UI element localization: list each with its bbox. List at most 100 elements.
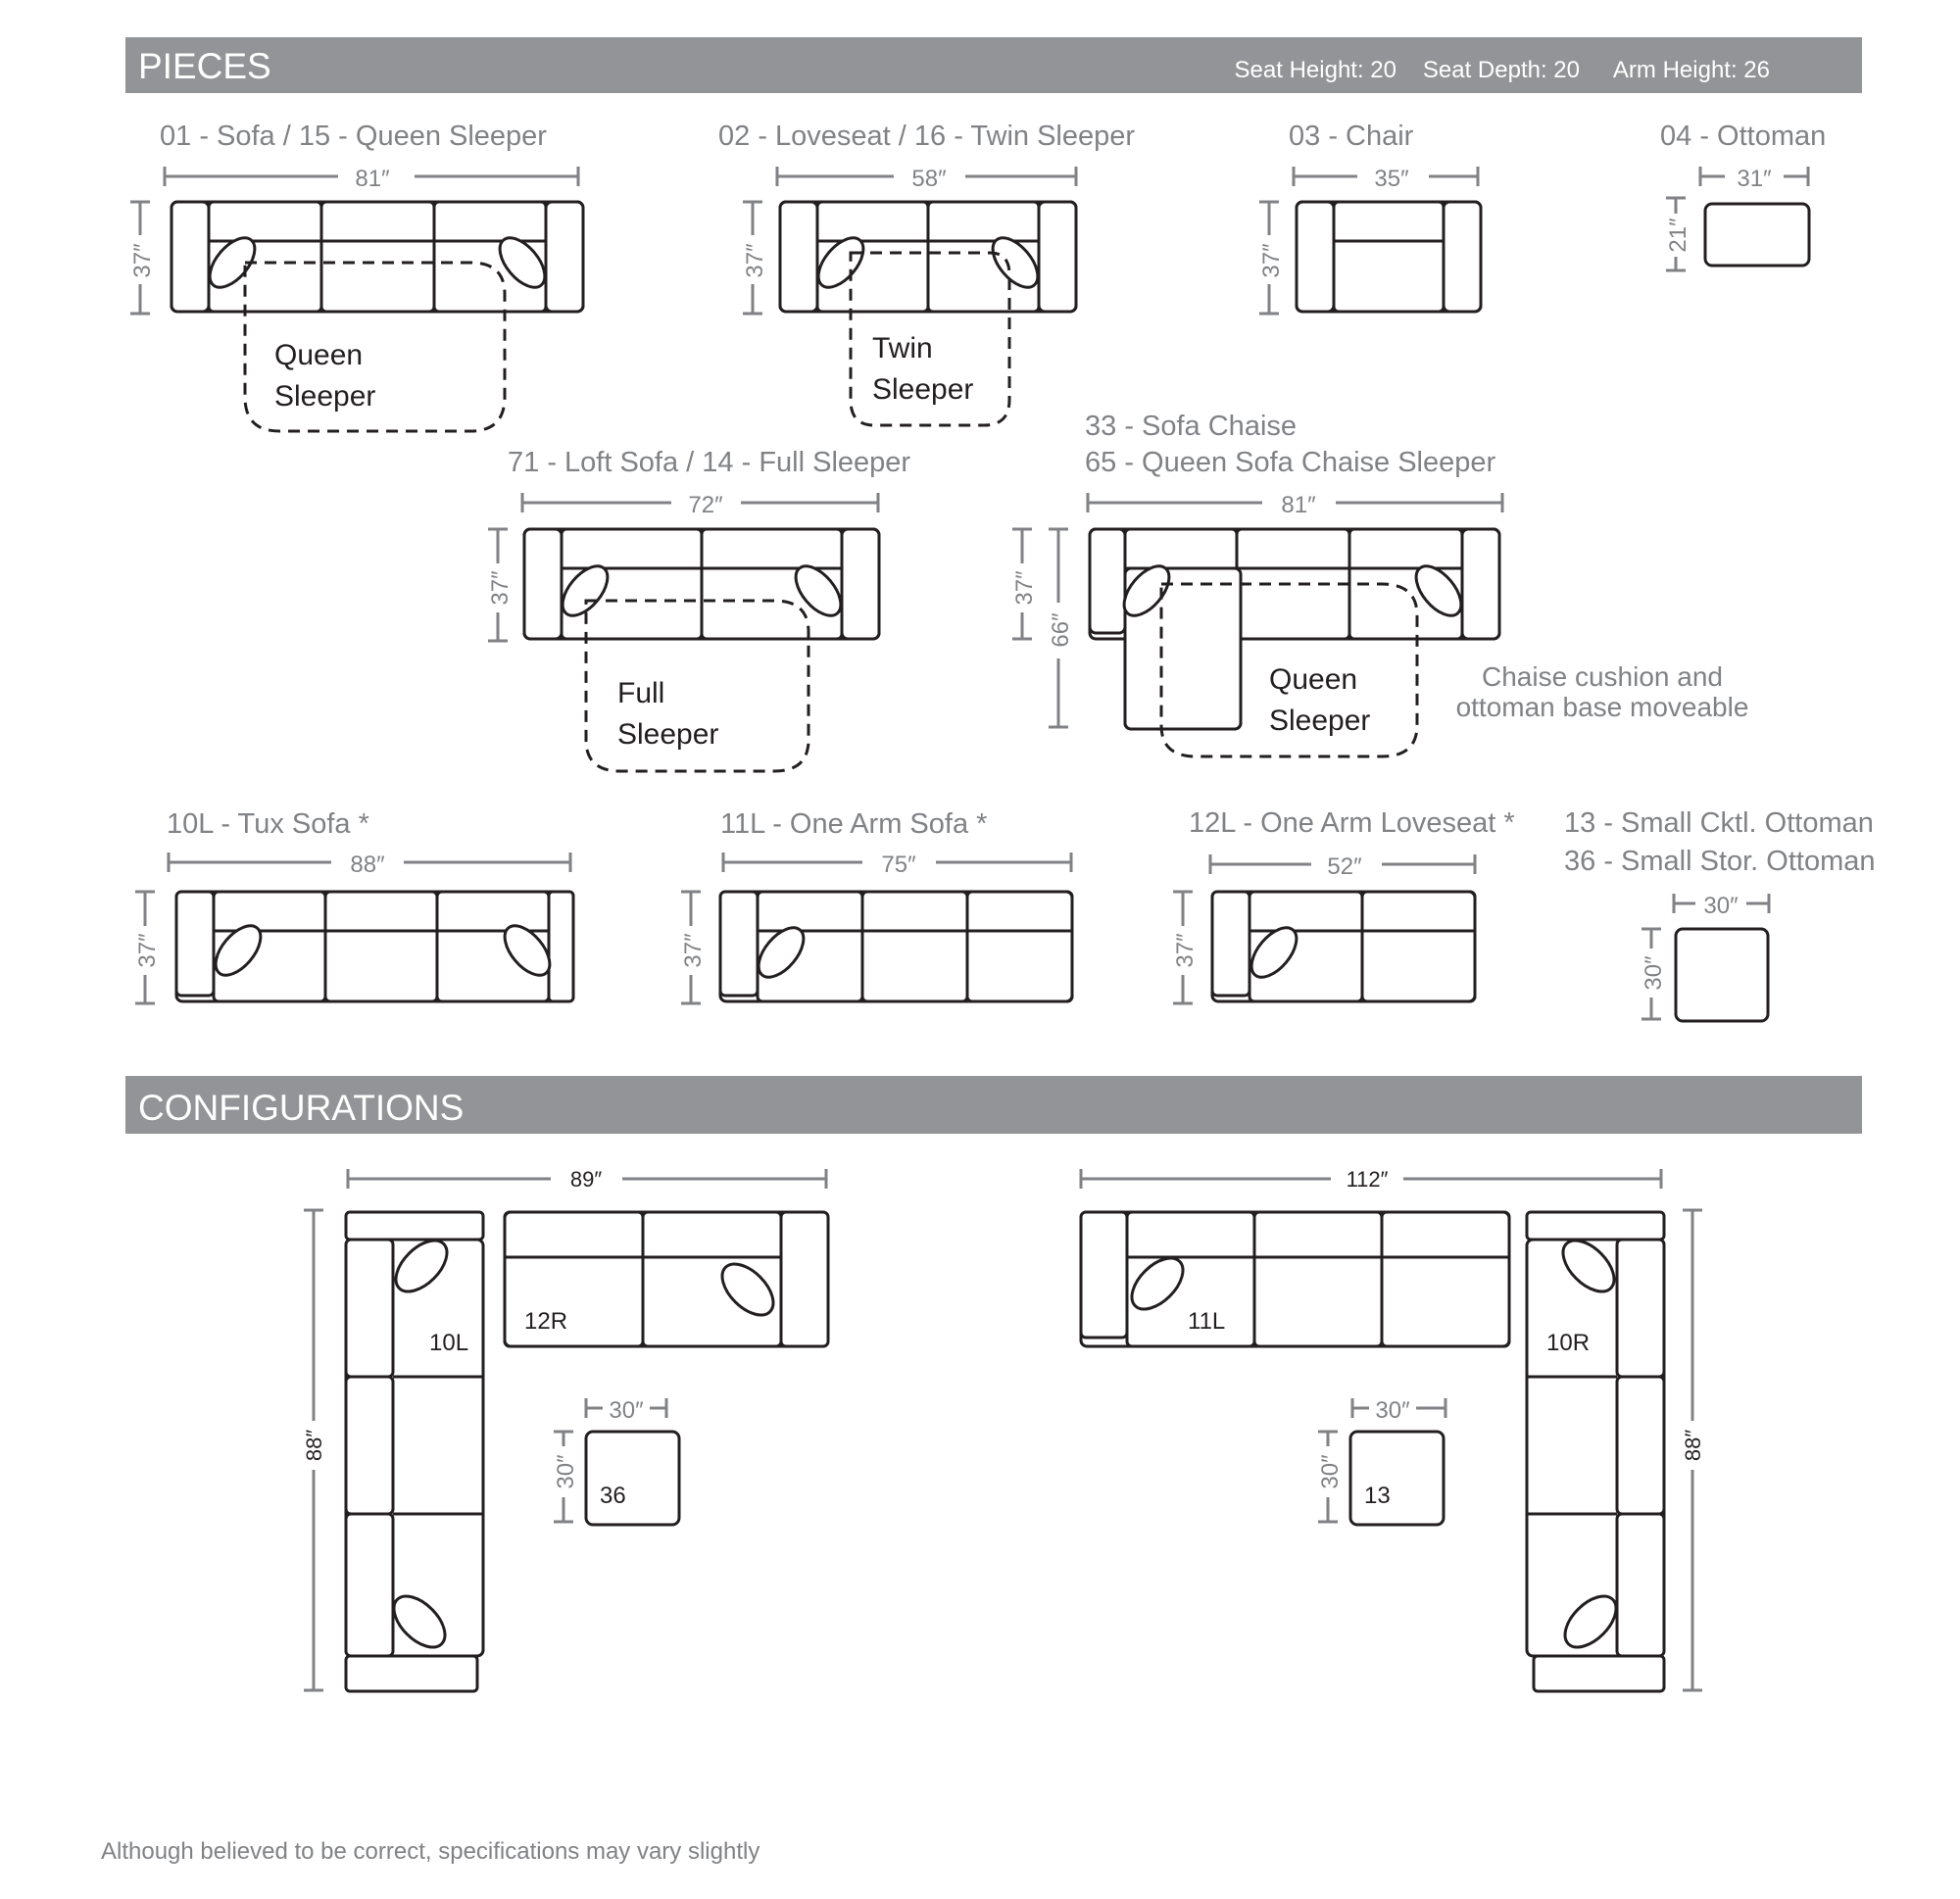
depth-dimension: 37″ [1011, 527, 1038, 641]
width-dimension: 30″ [1672, 893, 1771, 919]
piece-title-line2: 65 - Queen Sofa Chaise Sleeper [1085, 447, 1495, 478]
depth-label: 30″ [1641, 955, 1667, 991]
sleeper-outline [1159, 582, 1419, 758]
chaise-depth-dimension: 66″ [1048, 527, 1074, 729]
label-10l: 10L [429, 1330, 468, 1356]
width-dimension: 35″ [1292, 166, 1480, 192]
width-dimension: 89″ [346, 1167, 828, 1192]
sofa-outline [170, 200, 585, 314]
piece-03-chair: 03 - Chair 35″ 37″ [1258, 121, 1483, 316]
width-dimension: 81″ [1086, 492, 1504, 518]
small-ottoman-outline [1674, 927, 1770, 1023]
piece-title: 10L - Tux Sofa * [167, 808, 369, 840]
left-ottoman: 30″ 30″ 36 [553, 1397, 681, 1527]
width-label: 81″ [1281, 492, 1316, 518]
piece-04-ottoman: 04 - Ottoman 31″ 21″ [1660, 121, 1826, 272]
width-label: 88″ [350, 852, 385, 878]
sleeper-label-line1: Queen [1269, 663, 1357, 696]
piece-title-line1: 33 - Sofa Chaise [1085, 411, 1297, 442]
depth-label: 21″ [1665, 218, 1691, 253]
depth-dimension: 88″ [1681, 1208, 1705, 1692]
width-label: 75″ [881, 852, 916, 878]
sleeper-label-line1: Queen [274, 339, 363, 371]
ottoman-width-label: 30″ [1375, 1397, 1410, 1424]
sleeper-outline [849, 251, 1011, 427]
sleeper-outline [243, 261, 507, 433]
piece-title: 04 - Ottoman [1660, 121, 1826, 152]
width-label: 112″ [1347, 1167, 1389, 1192]
depth-dimension: 37″ [1172, 890, 1199, 1005]
width-label: 58″ [911, 166, 947, 192]
depth-label: 37″ [134, 933, 161, 968]
width-label: 31″ [1737, 166, 1772, 192]
ottoman-outline [1703, 202, 1811, 268]
configurations-header: CONFIGURATIONS [125, 1076, 1862, 1134]
width-dimension: 81″ [163, 166, 580, 192]
depth-label: 37″ [680, 933, 707, 968]
configuration-right: 112″ 88″ 11L [1079, 1167, 1705, 1693]
depth-label: 88″ [302, 1430, 326, 1461]
ottoman-label-36: 36 [600, 1483, 626, 1509]
ottoman-depth-label: 30″ [553, 1454, 579, 1489]
width-label: 72″ [688, 492, 723, 518]
piece-title-line1: 13 - Small Cktl. Ottoman [1564, 807, 1874, 839]
right-11l-sofa: 11L [1079, 1210, 1511, 1348]
depth-label: 37″ [129, 243, 156, 278]
width-label: 30″ [1703, 893, 1739, 919]
depth-dimension: 21″ [1665, 196, 1691, 272]
depth-dimension: 88″ [302, 1208, 326, 1692]
footer-disclaimer: Although believed to be correct, specifi… [101, 1838, 760, 1865]
piece-title: 01 - Sofa / 15 - Queen Sleeper [160, 121, 547, 152]
sleeper-outline [584, 599, 810, 773]
piece-11l-one-arm-sofa: 11L - One Arm Sofa * 75″ 37″ [680, 808, 1074, 1005]
sofa-chaise-outline [1088, 527, 1501, 731]
piece-12l-one-arm-loveseat: 12L - One Arm Loveseat * 52″ 37″ [1172, 807, 1515, 1005]
depth-label: 37″ [1172, 933, 1199, 968]
tux-sofa-outline [174, 890, 575, 1003]
ottoman-width-label: 30″ [609, 1397, 644, 1424]
depth-label: 37″ [742, 243, 768, 278]
piece-71-loft-sofa: 71 - Loft Sofa / 14 - Full Sleeper 72″ 3… [487, 447, 910, 773]
piece-title-line2: 36 - Small Stor. Ottoman [1564, 846, 1876, 877]
piece-33-sofa-chaise: 33 - Sofa Chaise 65 - Queen Sofa Chaise … [1011, 411, 1748, 758]
depth-dimension: 37″ [680, 890, 707, 1005]
piece-title: 03 - Chair [1289, 121, 1414, 152]
sleeper-label-line2: Sleeper [872, 373, 973, 406]
width-label: 52″ [1327, 853, 1362, 880]
one-arm-loveseat-outline [1210, 890, 1477, 1003]
piece-01-sofa: 01 - Sofa / 15 - Queen Sleeper 81″ 37″ [129, 121, 585, 433]
depth-dimension: 37″ [134, 890, 161, 1005]
right-10r-sectional: 10R [1525, 1210, 1666, 1693]
width-dimension: 72″ [520, 492, 880, 518]
width-dimension: 31″ [1698, 166, 1810, 192]
piece-title: 02 - Loveseat / 16 - Twin Sleeper [718, 121, 1135, 152]
depth-dimension: 37″ [742, 200, 768, 316]
pieces-header: PIECES Seat Height: 20 Seat Depth: 20 Ar… [125, 37, 1862, 93]
ottoman-depth-label: 30″ [1317, 1454, 1344, 1489]
right-ottoman: 30″ 30″ 13 [1317, 1397, 1447, 1527]
piece-02-loveseat: 02 - Loveseat / 16 - Twin Sleeper 58″ 37… [718, 121, 1135, 427]
width-dimension: 52″ [1208, 853, 1477, 880]
depth-label: 37″ [1258, 243, 1285, 278]
width-dimension: 58″ [775, 166, 1078, 192]
seat-height-spec: Seat Height: 20 [1235, 57, 1396, 83]
sleeper-label-line1: Twin [872, 332, 933, 365]
width-dimension: 88″ [167, 852, 572, 878]
depth-label: 37″ [1011, 570, 1038, 606]
loft-sofa-outline [522, 527, 881, 641]
sleeper-label-line1: Full [617, 677, 664, 709]
piece-title: 12L - One Arm Loveseat * [1189, 807, 1515, 839]
pieces-title: PIECES [138, 46, 271, 86]
label-11l: 11L [1188, 1308, 1225, 1335]
piece-10l-tux-sofa: 10L - Tux Sofa * 88″ 37″ [134, 808, 575, 1005]
configurations-title: CONFIGURATIONS [138, 1088, 464, 1128]
configuration-left: 89″ 88″ 10L [302, 1167, 830, 1693]
loveseat-outline [778, 200, 1078, 314]
width-label: 89″ [570, 1167, 602, 1192]
chair-outline [1295, 200, 1483, 314]
chaise-note-line1: Chaise cushion and [1482, 661, 1723, 692]
width-dimension: 75″ [721, 852, 1073, 878]
one-arm-sofa-outline [718, 890, 1074, 1003]
sleeper-label-line2: Sleeper [1269, 705, 1370, 737]
